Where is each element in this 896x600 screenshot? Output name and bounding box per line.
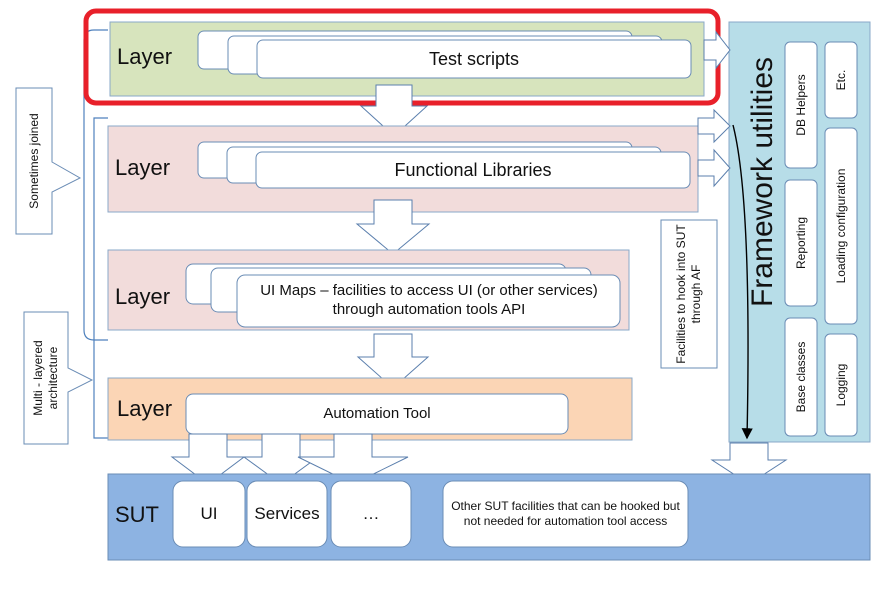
down-arrow-to-other — [297, 433, 409, 485]
right-arrow-2 — [697, 108, 731, 144]
right-arrow-3 — [697, 148, 731, 188]
fw-item-logging: Logging — [833, 363, 848, 407]
sut-other-box — [330, 480, 412, 548]
down-arrow-3 — [356, 333, 430, 389]
framework-utilities-title: Framework utilities — [746, 56, 780, 308]
sometimes-joined-note: Sometimes joined — [26, 113, 41, 209]
hook-into-sut-note: Facilities to hook into SUT through AF — [674, 224, 703, 364]
down-arrow-1 — [359, 84, 429, 137]
layer-3-label: Layer — [115, 284, 171, 309]
sut-box-ui: UI — [200, 504, 218, 524]
layer-1-label: Layer — [117, 44, 173, 69]
sut-ui-box — [172, 480, 246, 548]
framework-inner-arrow — [732, 124, 753, 440]
layer-4-label: Layer — [117, 396, 173, 421]
fw-card-base-classes — [784, 317, 818, 437]
fw-card-etc — [824, 41, 858, 119]
fw-item-loading-configuration: Loading configuration — [833, 168, 848, 284]
layer-4-content: Automation Tool — [323, 404, 431, 422]
fw-card-db-helpers — [784, 41, 818, 169]
layer-2-content: Functional Libraries — [394, 159, 552, 180]
layer-1-content: Test scripts — [428, 48, 520, 69]
fw-item-base-classes: Base classes — [793, 341, 808, 413]
layer-3-content: UI Maps – facilities to access UI (or ot… — [260, 282, 598, 318]
sut-note-box — [442, 480, 689, 548]
fw-card-reporting — [784, 179, 818, 307]
down-arrow-framework-to-sut — [710, 442, 788, 485]
layer-3-card — [236, 274, 621, 328]
layer-1-card — [256, 39, 692, 79]
layer-4-card — [185, 393, 569, 435]
fw-item-reporting: Reporting — [793, 216, 808, 270]
sut-box-services: Services — [254, 504, 320, 524]
fw-card-logging — [824, 333, 858, 437]
hook-note-box — [660, 219, 718, 369]
sut-box-other: … — [362, 504, 380, 524]
multi-layered-callout — [23, 311, 94, 445]
down-arrow-to-ui — [170, 433, 246, 485]
sometimes-joined-callout — [15, 87, 82, 235]
multi-layered-note: Multi - layered architecture — [31, 340, 60, 416]
fw-item-db-helpers: DB Helpers — [793, 74, 808, 136]
layer-2-label: Layer — [115, 155, 171, 180]
fw-card-loading-config — [824, 127, 858, 325]
multi-layered-brace — [93, 117, 108, 439]
down-arrow-to-services — [242, 433, 320, 485]
fw-item-etc: Etc. — [833, 69, 848, 91]
sut-label: SUT — [115, 502, 159, 527]
right-arrow-1 — [703, 30, 731, 70]
sometimes-joined-brace — [83, 29, 108, 341]
sut-services-box — [246, 480, 328, 548]
sut-other-facilities-note: Other SUT facilities that can be hooked … — [451, 499, 680, 528]
layer-2-card — [255, 151, 691, 189]
down-arrow-2 — [355, 199, 431, 255]
